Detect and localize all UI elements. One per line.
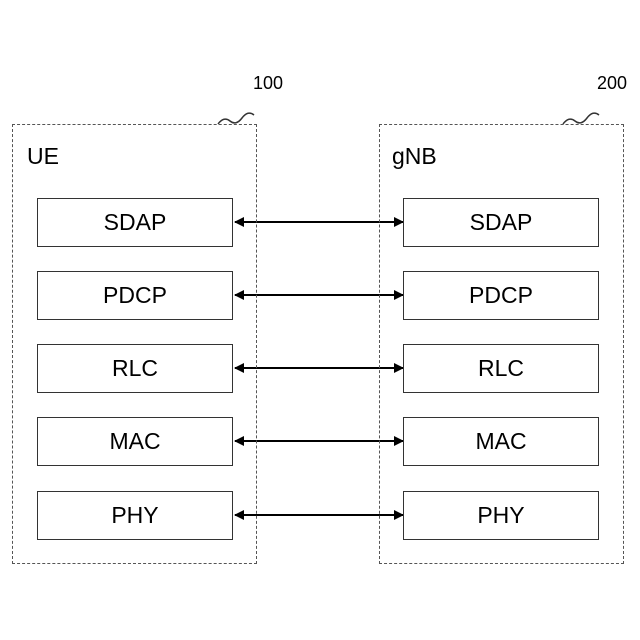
ref-leader-ue bbox=[218, 113, 254, 124]
gnb-layer-mac: MAC bbox=[403, 417, 599, 466]
gnb-layer-phy: PHY bbox=[403, 491, 599, 540]
gnb-title: gNB bbox=[392, 145, 437, 168]
ue-layer-mac: MAC bbox=[37, 417, 233, 466]
gnb-layer-sdap: SDAP bbox=[403, 198, 599, 247]
gnb-ref-number: 200 bbox=[597, 74, 627, 92]
ue-ref-number: 100 bbox=[253, 74, 283, 92]
gnb-layer-rlc: RLC bbox=[403, 344, 599, 393]
ref-leader-gnb bbox=[563, 113, 599, 124]
ue-layer-phy: PHY bbox=[37, 491, 233, 540]
ue-layer-sdap: SDAP bbox=[37, 198, 233, 247]
ue-layer-rlc: RLC bbox=[37, 344, 233, 393]
gnb-layer-pdcp: PDCP bbox=[403, 271, 599, 320]
ue-layer-pdcp: PDCP bbox=[37, 271, 233, 320]
ue-title: UE bbox=[27, 145, 59, 168]
